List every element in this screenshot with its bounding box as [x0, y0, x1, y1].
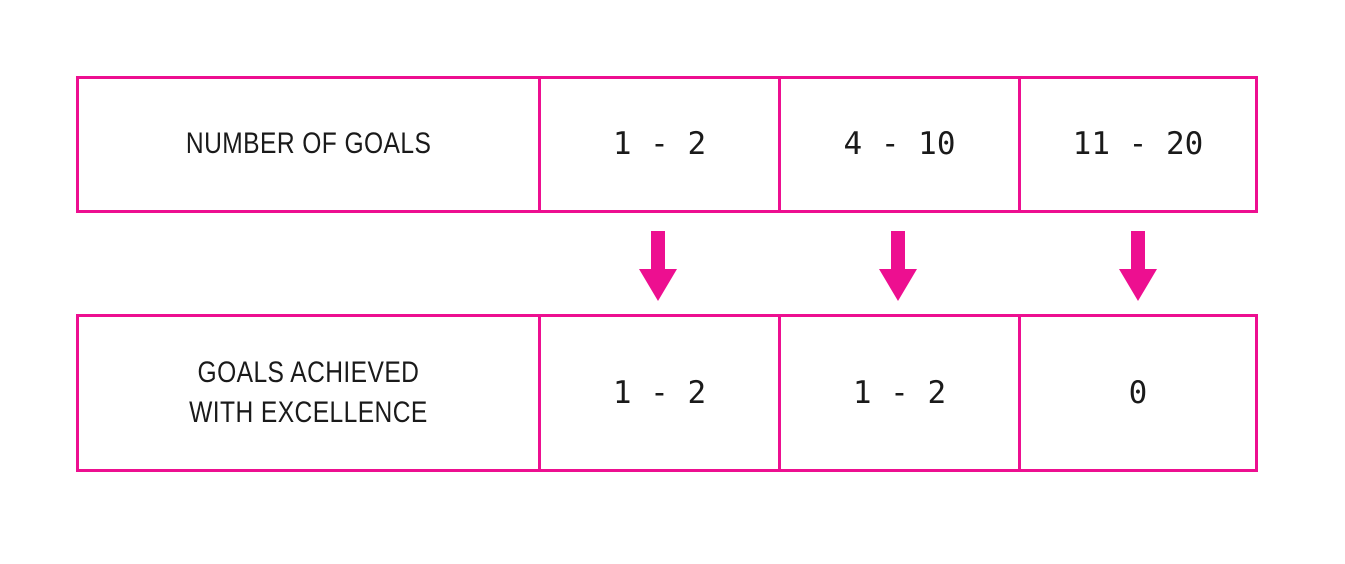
row-label-goals-achieved-with-excellence: GOALS ACHIEVED WITH EXCELLENCE — [189, 355, 428, 430]
cell-goals-achieved-col-2: 1 - 2 — [778, 317, 1018, 469]
row-label-cell-number-of-goals: NUMBER OF GOALS — [79, 79, 538, 210]
row-label-cell-goals-achieved: GOALS ACHIEVED WITH EXCELLENCE — [79, 317, 538, 469]
table-goals-achieved-with-excellence: GOALS ACHIEVED WITH EXCELLENCE 1 - 2 1 -… — [76, 314, 1258, 472]
value-number-of-goals-col-1: 1 - 2 — [612, 126, 707, 162]
cell-number-of-goals-col-2: 4 - 10 — [778, 79, 1018, 210]
arrow-down-icon-column-2 — [879, 231, 917, 301]
table-number-of-goals: NUMBER OF GOALS 1 - 2 4 - 10 11 - 20 — [76, 76, 1258, 213]
value-goals-achieved-col-2: 1 - 2 — [852, 374, 947, 411]
value-goals-achieved-col-3: 0 — [1128, 374, 1148, 411]
row-label-number-of-goals: NUMBER OF GOALS — [185, 127, 432, 161]
value-goals-achieved-col-1: 1 - 2 — [612, 374, 707, 411]
cell-goals-achieved-col-3: 0 — [1018, 317, 1255, 469]
cell-goals-achieved-col-1: 1 - 2 — [538, 317, 778, 469]
value-number-of-goals-col-3: 11 - 20 — [1072, 126, 1204, 162]
cell-number-of-goals-col-1: 1 - 2 — [538, 79, 778, 210]
arrow-down-icon-column-3 — [1119, 231, 1157, 301]
value-number-of-goals-col-2: 4 - 10 — [843, 126, 956, 162]
arrow-down-icon-column-1 — [639, 231, 677, 301]
cell-number-of-goals-col-3: 11 - 20 — [1018, 79, 1255, 210]
